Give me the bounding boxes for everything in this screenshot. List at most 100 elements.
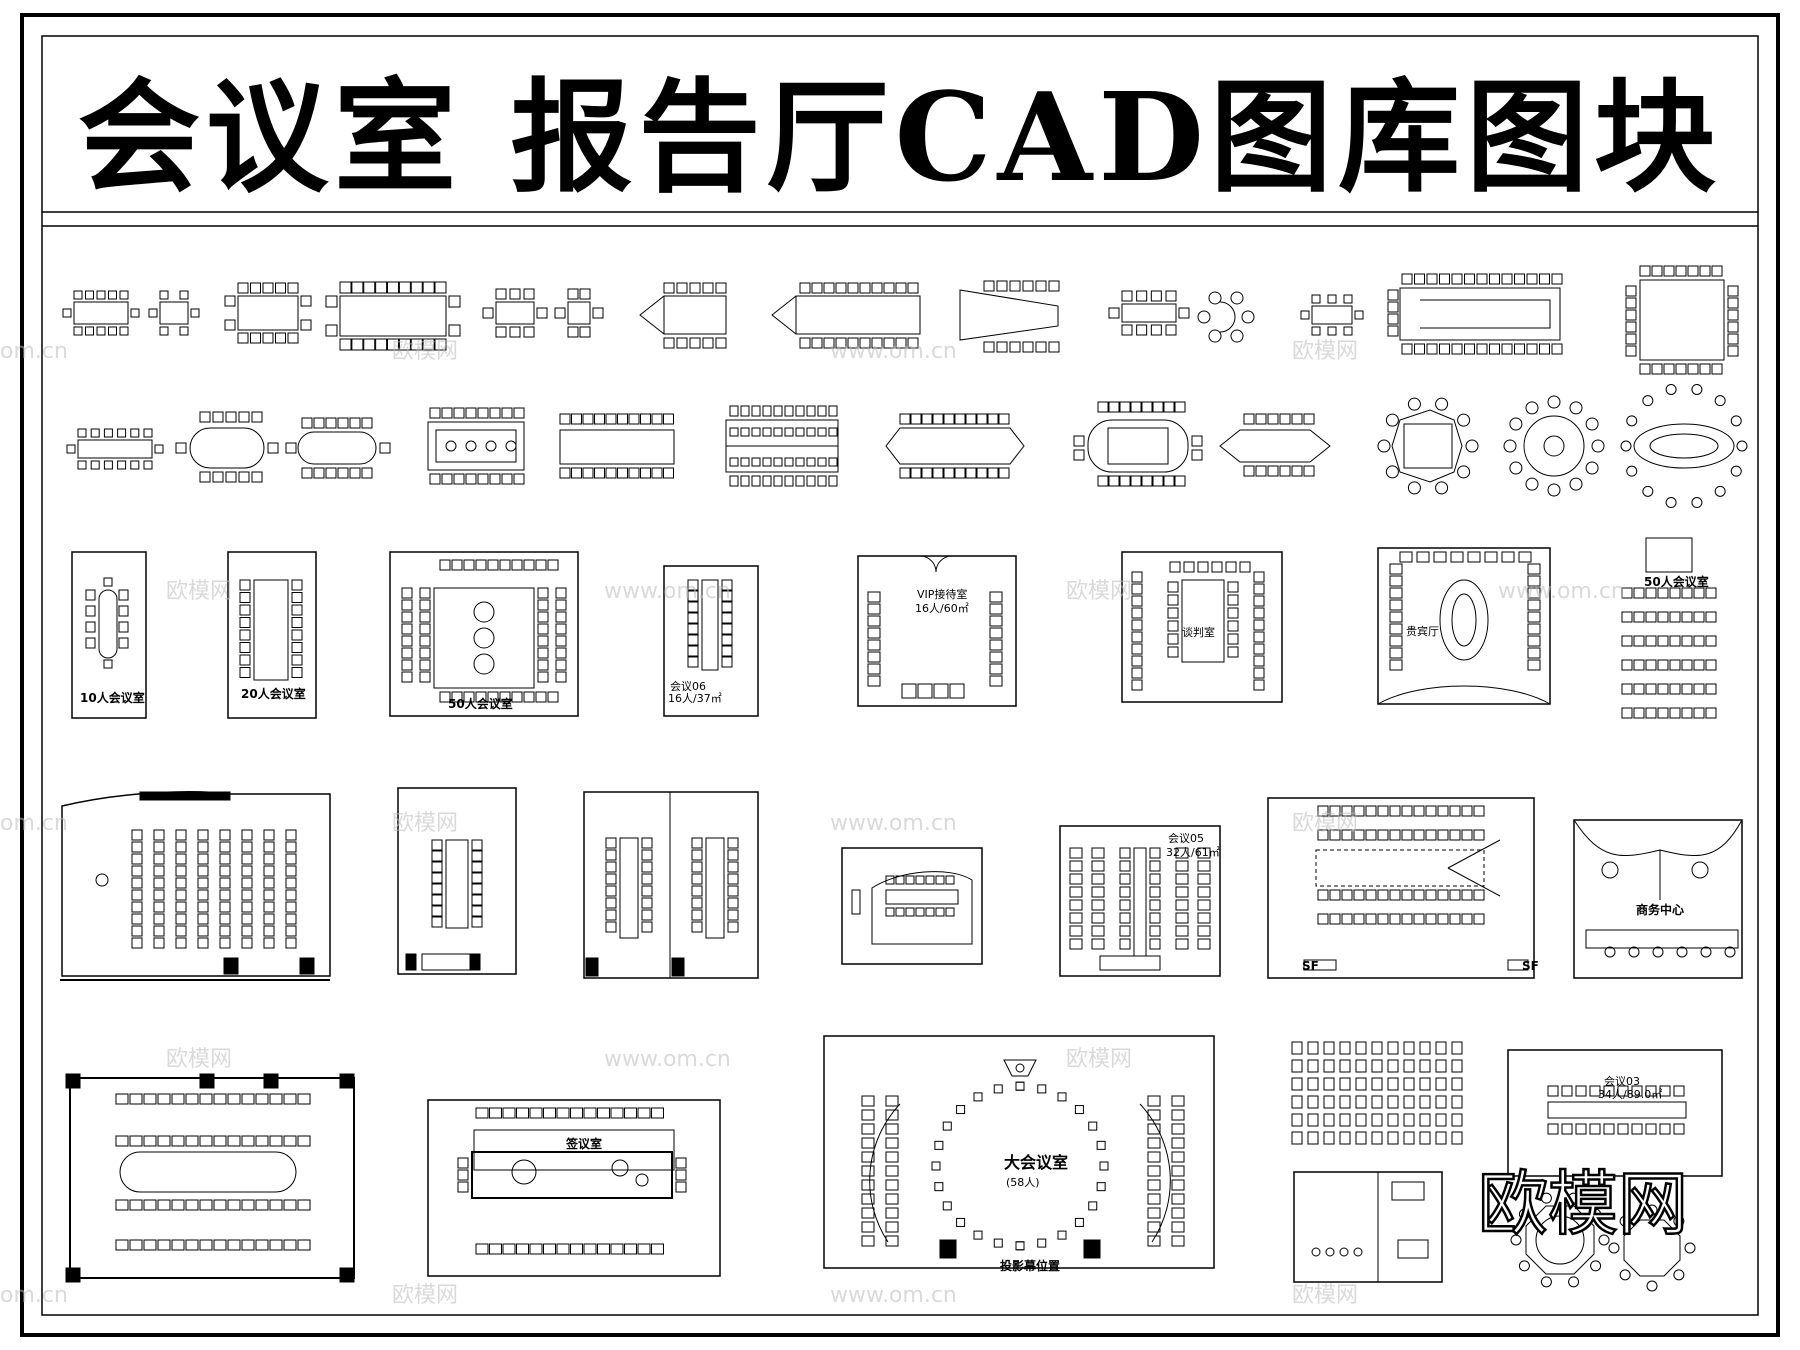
chair — [973, 1092, 983, 1102]
chair — [624, 1107, 637, 1119]
chair — [1621, 659, 1633, 671]
room-wall — [71, 551, 147, 719]
chair — [1279, 465, 1291, 477]
table — [567, 301, 591, 325]
chair — [1015, 1241, 1025, 1251]
chair — [96, 290, 106, 300]
chair — [291, 629, 303, 641]
chair — [410, 338, 423, 351]
chair — [1401, 913, 1413, 925]
chair — [605, 861, 617, 873]
chair — [537, 623, 549, 635]
chair — [1651, 363, 1663, 375]
chair — [641, 837, 653, 849]
chair — [1389, 635, 1403, 647]
chair — [1339, 1059, 1351, 1073]
chair — [401, 635, 413, 647]
chair — [153, 853, 165, 865]
chair — [687, 623, 699, 635]
chair — [1048, 280, 1060, 292]
chair — [1621, 683, 1633, 695]
chair — [675, 1169, 687, 1181]
chair — [1527, 611, 1541, 623]
chair — [976, 413, 988, 425]
table — [1219, 429, 1331, 463]
chair — [675, 1157, 687, 1169]
chair — [1149, 925, 1161, 937]
chair — [263, 937, 275, 949]
chair — [1461, 805, 1473, 817]
chair — [1371, 1113, 1383, 1127]
table — [1525, 1205, 1595, 1275]
chair — [1657, 659, 1669, 671]
chair — [1389, 647, 1403, 659]
chair — [1547, 1085, 1559, 1097]
chair — [885, 1235, 899, 1247]
chair — [297, 1239, 311, 1251]
chair — [934, 1140, 944, 1150]
chair — [559, 413, 571, 425]
chair — [471, 894, 483, 906]
chair — [895, 907, 905, 917]
curve — [1573, 819, 1743, 900]
chair — [1681, 707, 1693, 719]
chair — [1675, 363, 1687, 375]
chair — [691, 837, 703, 849]
chair — [1705, 707, 1717, 719]
chair — [1585, 461, 1599, 475]
room-wall — [841, 847, 983, 965]
chair — [867, 651, 881, 663]
chair — [227, 1135, 241, 1147]
inner — [1649, 433, 1719, 459]
chair — [861, 1165, 875, 1177]
chair — [1377, 889, 1389, 901]
chair — [567, 288, 579, 300]
chair — [1489, 343, 1500, 355]
chair — [1099, 1161, 1109, 1171]
chair — [1416, 551, 1430, 563]
watermark-brand: 欧模网 — [1292, 339, 1358, 364]
chair — [641, 849, 653, 861]
chair — [516, 1243, 529, 1255]
chair — [361, 417, 373, 429]
chair — [1561, 1085, 1573, 1097]
chair — [523, 559, 535, 571]
label-projection: 投影幕位置 — [1000, 1258, 1060, 1273]
chair — [1526, 343, 1538, 355]
stool — [1724, 946, 1736, 958]
door-swing — [919, 555, 953, 573]
chair — [1589, 1085, 1601, 1097]
chair — [457, 1157, 469, 1169]
chair — [1387, 1131, 1399, 1145]
plan-labels: 10人会议室 20人会议室 50人会议室 会议06 16人/37㎡ VIP接待室… — [80, 574, 1709, 1273]
chair — [811, 282, 823, 294]
chair — [431, 861, 443, 873]
chair — [499, 691, 511, 703]
column — [223, 957, 239, 975]
chair — [118, 637, 129, 649]
chair — [1433, 551, 1447, 563]
chair — [1167, 581, 1179, 593]
chair — [513, 473, 525, 485]
chair — [1626, 465, 1638, 477]
chair — [1131, 643, 1143, 655]
row2-table-blocks — [66, 383, 1748, 509]
chair — [1069, 873, 1083, 885]
chair — [1401, 889, 1413, 901]
chair — [592, 307, 604, 319]
chair — [197, 913, 209, 925]
label-room50a: 50人会议室 — [448, 696, 513, 711]
chair — [543, 1243, 556, 1255]
column — [199, 1073, 215, 1089]
chair — [1403, 1095, 1415, 1109]
chair — [740, 427, 750, 437]
chair — [285, 865, 297, 877]
chair — [419, 623, 431, 635]
chair — [537, 671, 549, 683]
chair — [727, 921, 739, 933]
stool — [1604, 946, 1616, 958]
table — [705, 837, 725, 939]
chair — [828, 427, 838, 437]
chair — [1069, 886, 1083, 898]
chair — [197, 937, 209, 949]
